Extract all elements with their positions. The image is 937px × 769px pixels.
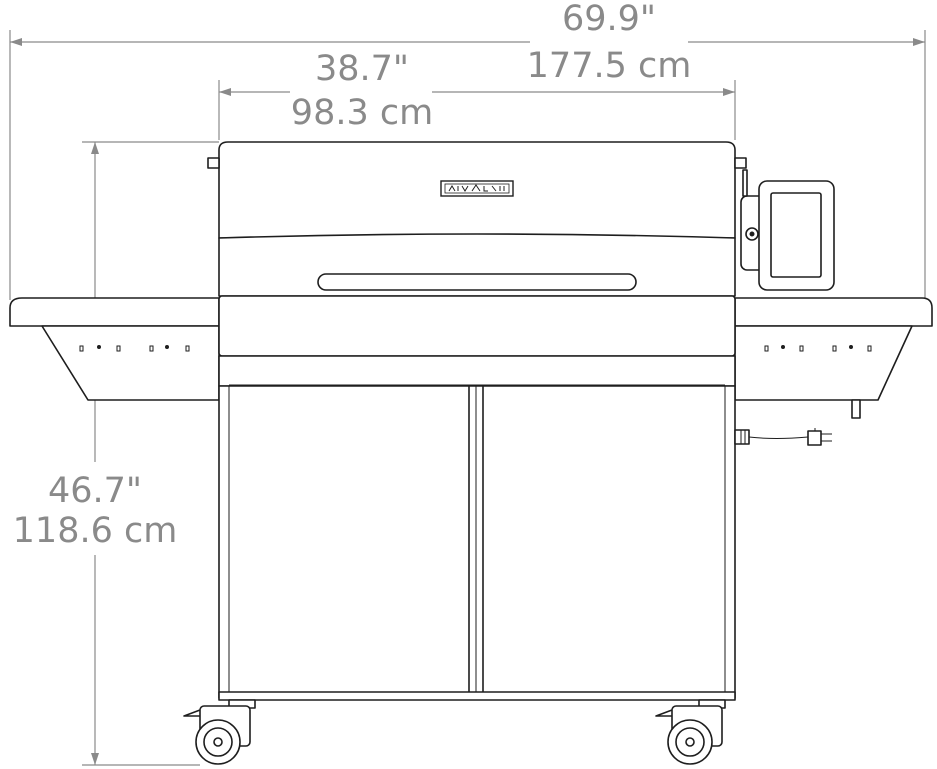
total-width-dimension: 69.9" 177.5 cm — [9, 0, 926, 300]
grill-cabinet — [218, 385, 736, 701]
plug-icon — [807, 430, 822, 446]
left-side-shelf — [9, 297, 220, 401]
control-panel — [740, 169, 835, 291]
body-width-arrow-left — [219, 88, 231, 96]
body-width-arrow-right — [723, 88, 735, 96]
controller-display — [770, 192, 822, 278]
grill-body — [218, 295, 736, 387]
body-width-metric: 98.3 cm — [291, 93, 433, 133]
total-width-arrow-left — [10, 38, 22, 46]
total-width-metric: 177.5 cm — [527, 46, 692, 86]
lid-handle — [317, 273, 637, 291]
left-caster — [183, 699, 256, 765]
body-width-dimension: 38.7" 98.3 cm — [218, 49, 736, 140]
height-arrow-top — [91, 142, 99, 154]
brand-logo-badge — [440, 180, 514, 197]
height-dimension: 46.7" 118.6 cm — [13, 141, 219, 766]
total-width-imperial: 69.9" — [562, 0, 656, 39]
body-width-imperial: 38.7" — [315, 49, 409, 89]
right-caster — [655, 699, 726, 765]
height-metric: 118.6 cm — [13, 511, 178, 551]
grill-illustration — [9, 141, 933, 765]
height-imperial: 46.7" — [48, 471, 142, 511]
right-shelf-probe-port — [851, 399, 861, 419]
total-width-arrow-right — [913, 38, 925, 46]
power-cord — [734, 428, 832, 446]
height-arrow-bottom — [91, 753, 99, 765]
grill-lid — [207, 141, 747, 297]
right-side-shelf — [734, 297, 933, 419]
